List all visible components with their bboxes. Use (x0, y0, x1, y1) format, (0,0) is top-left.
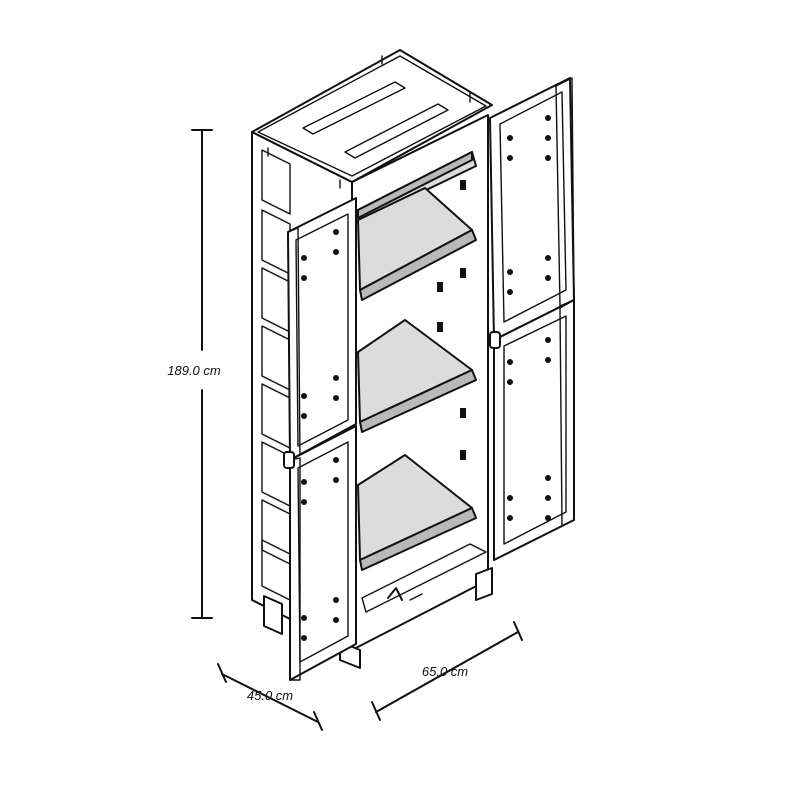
top-rim (257, 55, 487, 177)
depth-label: 45.0 cm (247, 688, 293, 703)
left-door-upper (287, 197, 357, 461)
back-wall-pegs (437, 180, 466, 460)
height-dimension: 189.0 cm (167, 129, 221, 619)
depth-dimension: 45.0 cm (217, 663, 323, 731)
leg-back-right (475, 567, 493, 601)
right-upper-holes (507, 115, 551, 295)
left-door-handle (283, 451, 295, 469)
left-upper-holes (301, 229, 339, 419)
base-floor (361, 543, 487, 613)
shelf-4 (357, 454, 477, 571)
right-door-upper (489, 77, 575, 341)
cabinet-body (251, 49, 493, 669)
shelf-2 (357, 187, 477, 301)
height-label: 189.0 cm (167, 363, 221, 378)
right-door-lower (493, 299, 575, 561)
width-label: 65.0 cm (422, 664, 468, 679)
top-panel (251, 49, 493, 183)
shelf-1 (357, 151, 477, 223)
leg-front-left (263, 595, 283, 635)
left-lower-holes (301, 457, 339, 641)
left-door-lower (283, 425, 357, 681)
shelf-3 (357, 319, 477, 433)
logo-mark (387, 587, 423, 601)
right-lower-holes (507, 337, 551, 521)
right-door-handle (489, 331, 501, 349)
top-slots (267, 55, 471, 189)
width-dimension: 65.0 cm (371, 621, 523, 721)
